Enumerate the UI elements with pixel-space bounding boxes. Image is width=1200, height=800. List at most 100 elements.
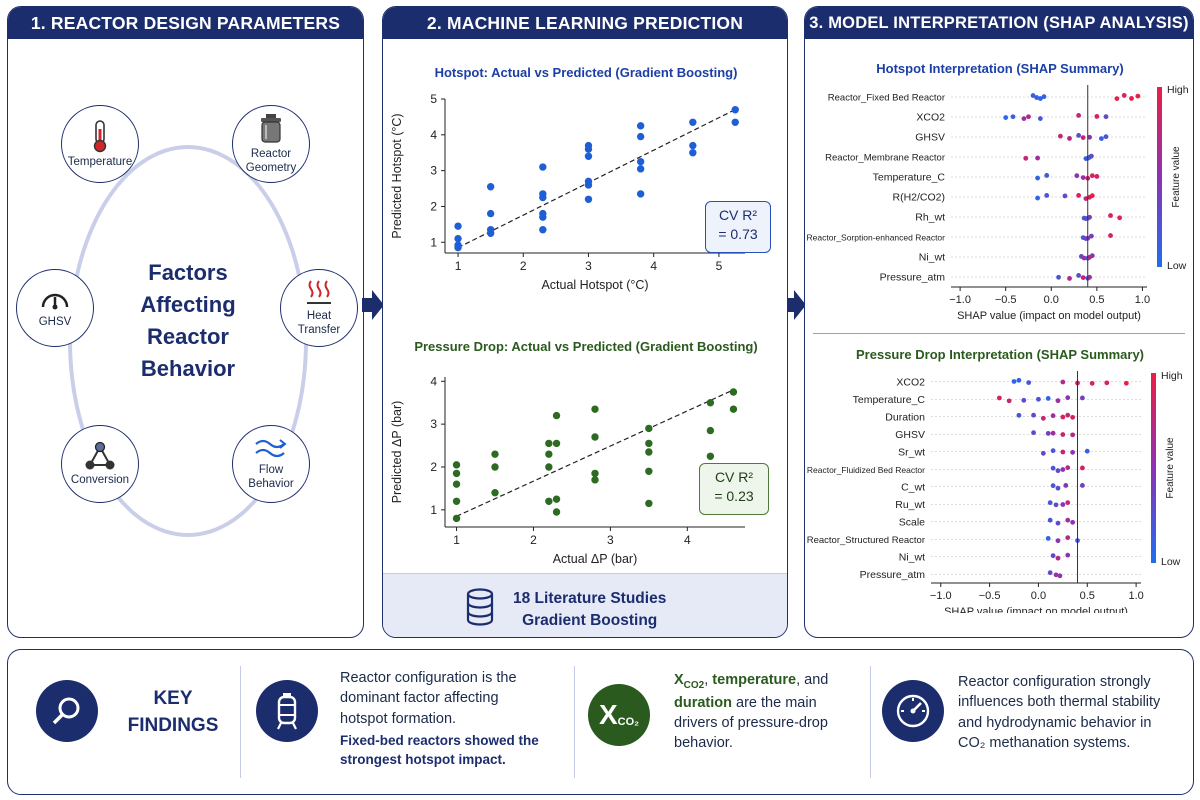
x-tick-label: 4 bbox=[684, 533, 691, 547]
data-point bbox=[452, 497, 461, 505]
shap-point bbox=[1044, 193, 1050, 198]
shap-point bbox=[1060, 432, 1066, 437]
data-point bbox=[454, 241, 462, 249]
shap-point bbox=[1065, 395, 1071, 401]
shap-point bbox=[1041, 94, 1047, 100]
feature-label: Temperature_C bbox=[873, 172, 946, 184]
hotspot-r2-box: CV R² = 0.73 bbox=[705, 201, 771, 253]
shap-point bbox=[1074, 173, 1080, 179]
shap-point bbox=[1070, 414, 1076, 420]
shap-point bbox=[996, 395, 1002, 401]
data-point bbox=[689, 149, 697, 157]
x-tick-label: 3 bbox=[607, 533, 614, 547]
data-point bbox=[729, 405, 738, 413]
magnifier-icon bbox=[36, 680, 98, 742]
shap-point bbox=[1076, 273, 1082, 278]
colorbar-high-label: High bbox=[1167, 84, 1189, 96]
pressure-shap-chart: XCO2Temperature_CDurationGHSVSr_wtReacto… bbox=[807, 370, 1183, 613]
x-tick-label: −0.5 bbox=[995, 294, 1017, 306]
shap-point bbox=[1108, 213, 1113, 218]
speedometer-icon bbox=[882, 680, 944, 742]
data-point bbox=[545, 463, 553, 471]
data-point bbox=[584, 141, 593, 150]
shap-point bbox=[1079, 483, 1085, 488]
shap-point bbox=[1045, 536, 1051, 541]
shap-point bbox=[1080, 275, 1086, 280]
data-point bbox=[645, 424, 653, 433]
feature-label: XCO2 bbox=[896, 376, 925, 388]
shap-point bbox=[1047, 517, 1053, 523]
colorbar bbox=[1157, 87, 1162, 267]
shap-point bbox=[1035, 175, 1041, 181]
shap-point bbox=[1053, 502, 1059, 508]
data-point bbox=[636, 190, 645, 198]
shap-point bbox=[1031, 430, 1036, 436]
colorbar-title: Feature value bbox=[1171, 146, 1182, 208]
data-point bbox=[645, 467, 653, 475]
data-point bbox=[729, 388, 738, 396]
heat-waves-icon bbox=[307, 280, 331, 305]
shap-point bbox=[1070, 449, 1076, 455]
x-tick-label: 0.5 bbox=[1089, 294, 1104, 306]
shap-point bbox=[1057, 133, 1063, 139]
shap-point bbox=[1080, 175, 1086, 180]
data-point bbox=[645, 499, 653, 508]
x-tick-label: 3 bbox=[585, 259, 592, 273]
colorbar-low-label: Low bbox=[1161, 556, 1181, 568]
feature-label: Duration bbox=[885, 411, 925, 423]
data-point bbox=[454, 234, 462, 243]
pressure-shap-title: Pressure Drop Interpretation (SHAP Summa… bbox=[856, 347, 1144, 362]
shap-point bbox=[1070, 432, 1076, 438]
colorbar bbox=[1151, 373, 1156, 563]
y-tick-label: 2 bbox=[430, 460, 437, 474]
pressure-r2-box: CV R² = 0.23 bbox=[699, 463, 769, 515]
shap-point bbox=[1055, 398, 1061, 404]
shap-point bbox=[1026, 380, 1032, 385]
shap-point bbox=[1055, 520, 1061, 526]
shap-point bbox=[1055, 538, 1061, 544]
colorbar-high-label: High bbox=[1161, 370, 1183, 382]
data-point bbox=[636, 132, 645, 141]
shap-point bbox=[1079, 465, 1085, 471]
shap-point bbox=[1076, 193, 1082, 198]
shap-point bbox=[1080, 135, 1086, 140]
shap-point bbox=[1050, 413, 1056, 419]
shap-point bbox=[1037, 96, 1043, 101]
shap-point bbox=[1129, 96, 1134, 101]
shap-point bbox=[1050, 553, 1056, 559]
reactor-icon bbox=[256, 680, 318, 742]
data-point bbox=[584, 152, 593, 161]
feature-label: Sr_wt bbox=[898, 446, 925, 458]
y-tick-label: 3 bbox=[430, 417, 437, 431]
shap-point bbox=[1057, 573, 1063, 579]
shap-point bbox=[1026, 114, 1031, 120]
shap-point bbox=[1050, 448, 1056, 454]
data-point bbox=[636, 165, 645, 173]
data-point bbox=[486, 183, 495, 191]
panel1-header: 1. REACTOR DESIGN PARAMETERS bbox=[8, 7, 363, 39]
shap-point bbox=[1089, 380, 1095, 386]
data-point bbox=[591, 476, 599, 484]
feature-label: Reactor_Structured Reactor bbox=[807, 535, 925, 546]
data-point bbox=[552, 495, 561, 503]
shap-point bbox=[1056, 274, 1061, 280]
data-point bbox=[706, 452, 715, 460]
y-axis-label: Predicted Hotspot (°C) bbox=[390, 113, 404, 238]
shap-point bbox=[1060, 449, 1066, 455]
x-tick-label: 0.5 bbox=[1080, 590, 1095, 602]
shap-point bbox=[1079, 395, 1085, 401]
flow-waves-icon bbox=[255, 439, 287, 458]
shap-point bbox=[1108, 233, 1113, 238]
data-point bbox=[591, 405, 599, 413]
shap-point bbox=[1087, 134, 1092, 140]
feature-label: R(H2/CO2) bbox=[892, 192, 945, 204]
data-point bbox=[539, 226, 547, 234]
shap-point bbox=[1050, 430, 1056, 436]
shap-point bbox=[1021, 116, 1027, 121]
data-point bbox=[689, 118, 697, 126]
shap-point bbox=[1060, 379, 1066, 385]
separator bbox=[574, 666, 575, 778]
shap-point bbox=[1089, 253, 1095, 259]
data-point bbox=[731, 118, 739, 126]
